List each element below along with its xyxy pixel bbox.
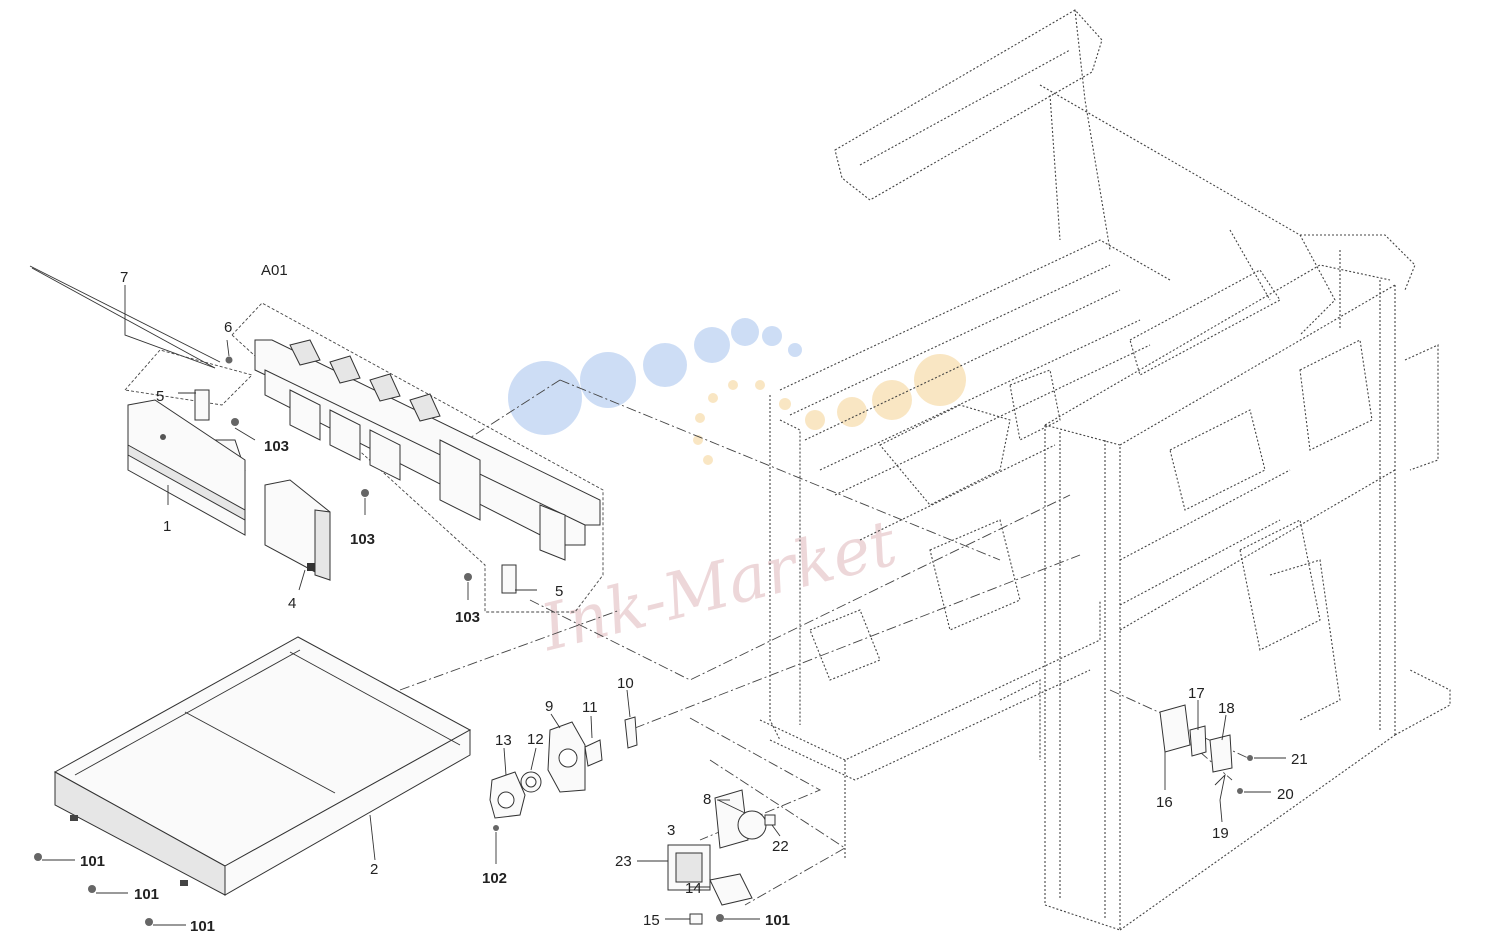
label-11: 11 bbox=[582, 699, 598, 716]
watermark-logo bbox=[508, 318, 966, 465]
label-10: 10 bbox=[617, 675, 634, 692]
label-101-d: 101 bbox=[765, 912, 790, 929]
group-boundaries bbox=[124, 302, 604, 613]
label-6: 6 bbox=[224, 319, 232, 336]
label-16: 16 bbox=[1156, 794, 1173, 811]
label-101-b: 101 bbox=[134, 886, 159, 903]
label-101-a: 101 bbox=[80, 853, 105, 870]
label-4: 4 bbox=[288, 595, 296, 612]
assembly-lines bbox=[31, 267, 1249, 906]
label-a01: A01 bbox=[261, 262, 288, 279]
machine-frame bbox=[759, 9, 1451, 931]
label-15: 15 bbox=[643, 912, 660, 929]
label-17: 17 bbox=[1188, 685, 1205, 702]
part-sensor-group bbox=[667, 789, 776, 925]
part-7-rod bbox=[29, 265, 221, 363]
screws bbox=[34, 418, 472, 926]
label-102: 102 bbox=[482, 870, 507, 887]
part-labels: A01 1 2 3 4 5 5 6 7 8 9 10 11 12 13 14 1… bbox=[80, 262, 1308, 935]
part-5-clips bbox=[194, 389, 517, 594]
label-9: 9 bbox=[545, 698, 553, 715]
label-103-c: 103 bbox=[455, 609, 480, 626]
label-20: 20 bbox=[1277, 786, 1294, 803]
label-19: 19 bbox=[1212, 825, 1229, 842]
label-12: 12 bbox=[527, 731, 544, 748]
label-103-a: 103 bbox=[264, 438, 289, 455]
label-22: 22 bbox=[772, 838, 789, 855]
part-2-tray bbox=[53, 636, 472, 896]
watermark-text: Ink-Market bbox=[533, 507, 904, 667]
label-13: 13 bbox=[495, 732, 512, 749]
label-101-c: 101 bbox=[190, 918, 215, 935]
label-14: 14 bbox=[685, 880, 702, 897]
label-8: 8 bbox=[703, 791, 711, 808]
part-4-bracket bbox=[264, 479, 331, 581]
label-5b: 5 bbox=[555, 583, 563, 600]
label-7: 7 bbox=[120, 269, 128, 286]
label-18: 18 bbox=[1218, 700, 1235, 717]
part-16-21-bracket bbox=[1159, 704, 1253, 801]
label-5a: 5 bbox=[156, 388, 164, 405]
label-leaders bbox=[42, 339, 1286, 926]
label-1: 1 bbox=[163, 518, 171, 535]
label-21: 21 bbox=[1291, 751, 1308, 768]
part-6-screw bbox=[225, 356, 233, 364]
label-23: 23 bbox=[615, 853, 632, 870]
part-1-cover bbox=[127, 399, 246, 536]
part-a01-assembly bbox=[194, 339, 601, 561]
label-3: 3 bbox=[667, 822, 675, 839]
part-bearing-assembly bbox=[489, 716, 638, 831]
label-103-b: 103 bbox=[350, 531, 375, 548]
label-2: 2 bbox=[370, 861, 378, 878]
